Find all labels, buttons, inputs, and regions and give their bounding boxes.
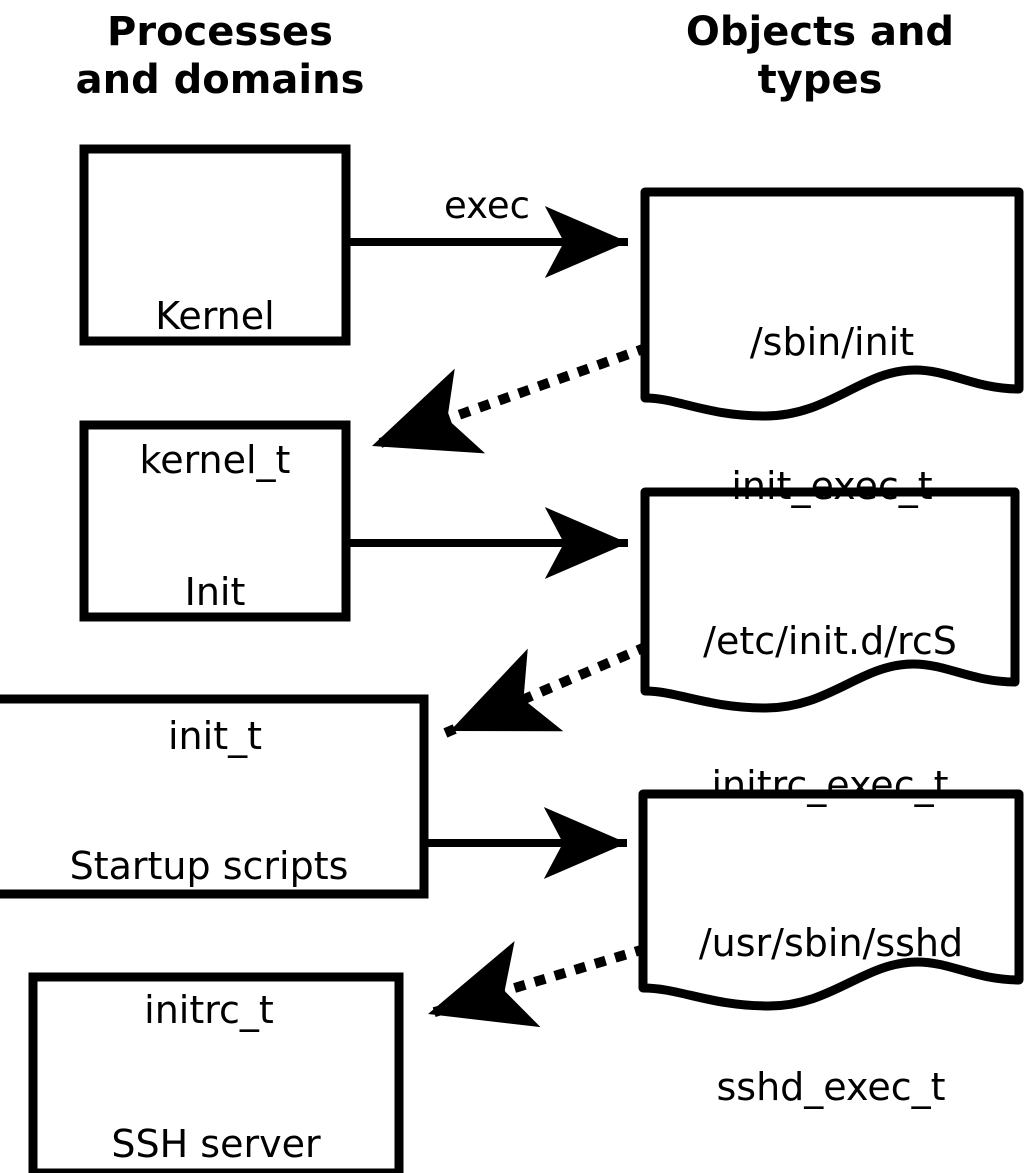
edge-initexec-transition-init-line: [365, 342, 650, 454]
edge-rcsexec-transition-initrc-line: [443, 641, 650, 738]
edge-sshdexec-transition-sshd-line: [421, 940, 648, 1028]
node-init-box[interactable]: [79, 420, 351, 622]
node-init-name: Init: [184, 570, 246, 614]
node-init-exec-document[interactable]: [640, 187, 1024, 421]
node-init-exec-label: /sbin/init init_exec_t: [645, 222, 1019, 606]
node-sshd-exec-document[interactable]: [638, 789, 1024, 1011]
node-kernel-type: kernel_t: [139, 438, 291, 482]
node-init-exec-type: init_exec_t: [731, 464, 933, 508]
node-init-type: init_t: [168, 714, 262, 758]
node-sshd-name: SSH server: [111, 1122, 321, 1166]
edge-label-exec: exec: [444, 184, 530, 227]
node-kernel-label: Kernel kernel_t: [84, 196, 346, 580]
node-initrc-name: Startup scripts: [69, 844, 349, 888]
node-initrc-box[interactable]: [0, 694, 429, 899]
node-init-label: Init init_t: [84, 472, 346, 856]
node-initrc-label: Startup scripts initrc_t: [0, 746, 424, 1130]
column-heading-objects: Objects and types: [685, 9, 955, 103]
node-sshd-exec-path: /usr/sbin/sshd: [698, 921, 964, 965]
node-sshd-exec-type: sshd_exec_t: [716, 1065, 946, 1109]
node-initrc-exec-type: initrc_exec_t: [711, 763, 949, 807]
node-init-exec-path: /sbin/init: [749, 320, 915, 364]
node-initrc-exec-label: /etc/init.d/rcS initrc_exec_t: [645, 521, 1015, 905]
node-sshd-label: SSH server sshd_t: [33, 1024, 399, 1173]
column-heading-processes: Processes and domains: [75, 9, 365, 103]
node-initrc-exec-path: /etc/init.d/rcS: [703, 619, 957, 663]
node-kernel-name: Kernel: [155, 294, 275, 338]
node-sshd-exec-label: /usr/sbin/sshd sshd_exec_t: [643, 823, 1019, 1173]
node-kernel-box[interactable]: [79, 144, 351, 346]
node-initrc-type: initrc_t: [144, 988, 274, 1032]
node-initrc-exec-document[interactable]: [640, 487, 1020, 713]
node-sshd-box[interactable]: [28, 972, 404, 1173]
